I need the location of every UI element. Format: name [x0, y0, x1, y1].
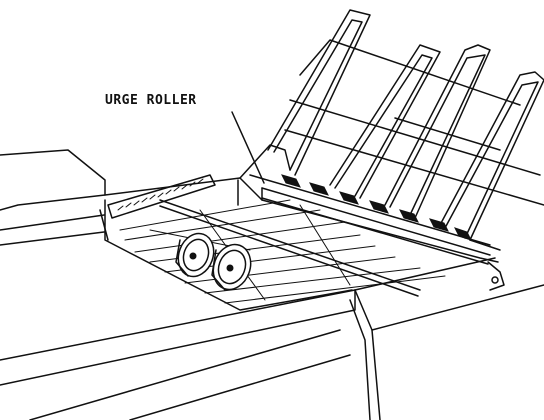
urge-roller-segments: [281, 174, 472, 241]
callout-leader: [231, 111, 265, 184]
wire-guides: [267, 9, 544, 251]
urge-roller: [261, 174, 505, 291]
pick-roller-right: [211, 243, 252, 291]
side-rack: [107, 174, 216, 219]
pick-roller-left: [175, 232, 215, 278]
copier-body: [0, 149, 544, 420]
urge-roller-label: URGE ROLLER: [105, 93, 197, 108]
